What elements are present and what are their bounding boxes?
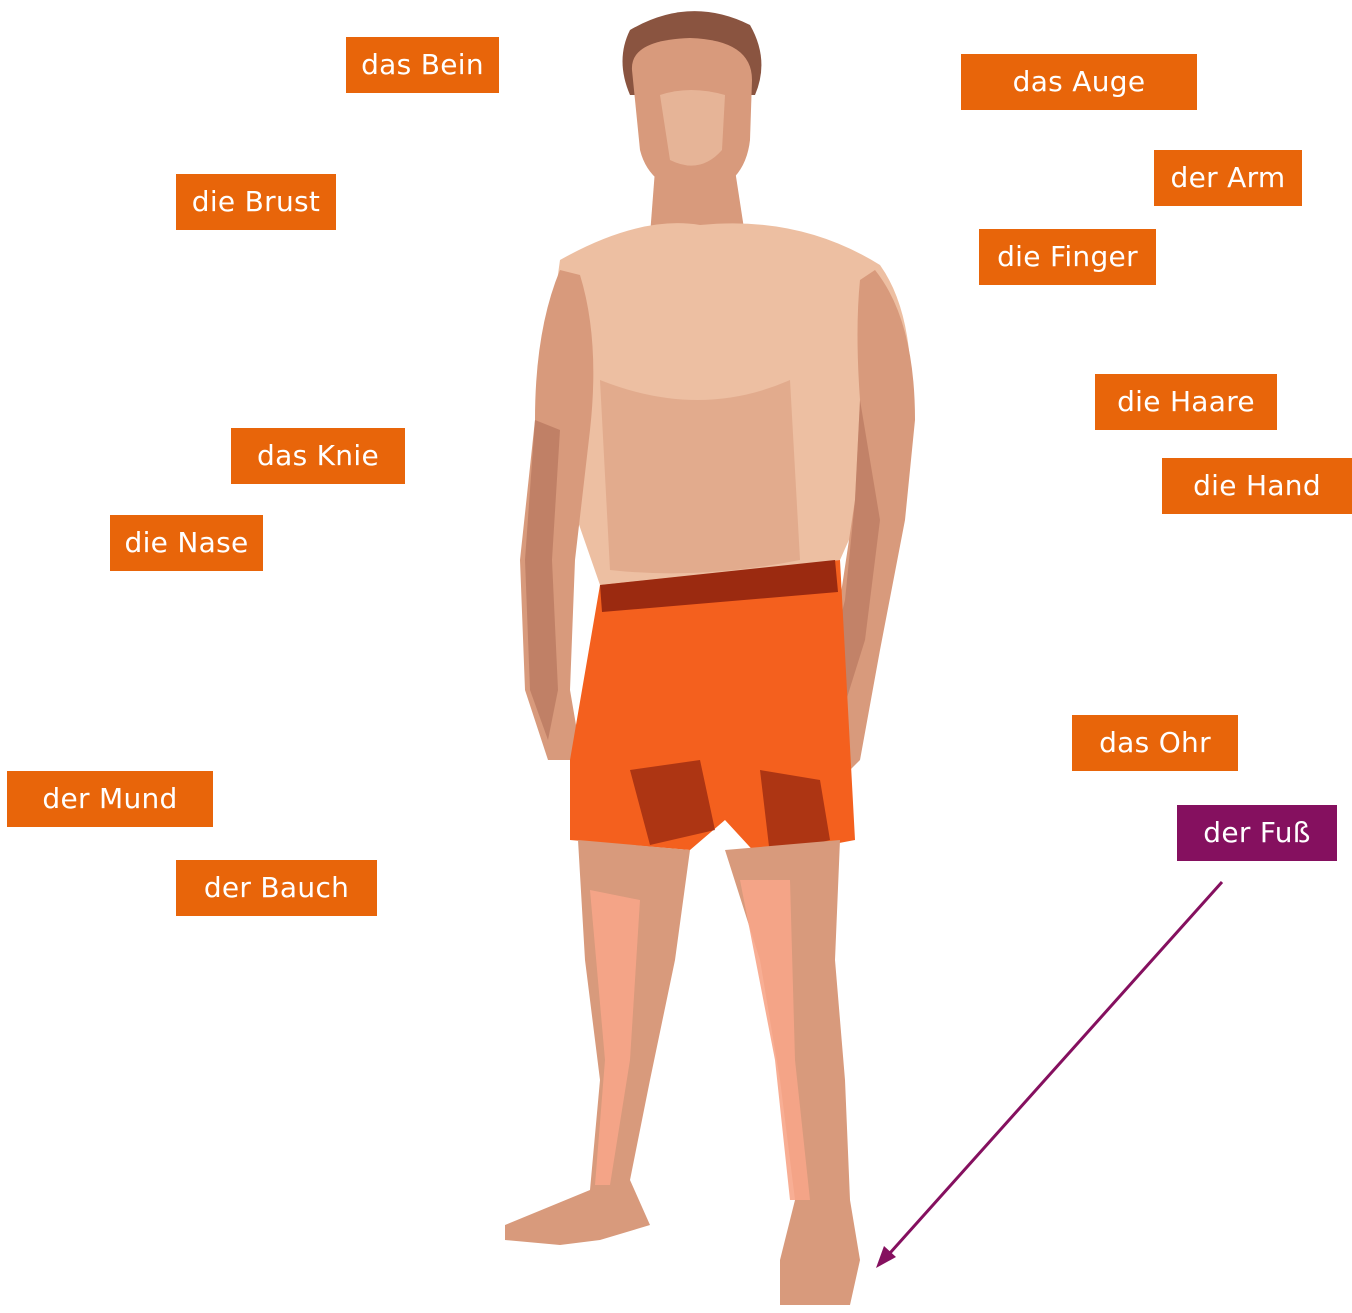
torso-shading xyxy=(600,380,800,573)
label-die-hand[interactable]: die Hand xyxy=(1162,458,1352,514)
arrow-icon xyxy=(882,882,1222,1262)
label-das-auge[interactable]: das Auge xyxy=(961,54,1197,110)
label-der-mund[interactable]: der Mund xyxy=(7,771,213,827)
label-das-bein[interactable]: das Bein xyxy=(346,37,499,93)
label-der-bauch[interactable]: der Bauch xyxy=(176,860,377,916)
label-das-ohr[interactable]: das Ohr xyxy=(1072,715,1238,771)
label-die-nase[interactable]: die Nase xyxy=(110,515,263,571)
label-die-finger[interactable]: die Finger xyxy=(979,229,1156,285)
label-die-brust[interactable]: die Brust xyxy=(176,174,336,230)
label-das-knie[interactable]: das Knie xyxy=(231,428,405,484)
label-der-fuss[interactable]: der Fuß xyxy=(1177,805,1337,861)
label-die-haare[interactable]: die Haare xyxy=(1095,374,1277,430)
label-der-arm[interactable]: der Arm xyxy=(1154,150,1302,206)
face-highlight xyxy=(660,90,725,166)
